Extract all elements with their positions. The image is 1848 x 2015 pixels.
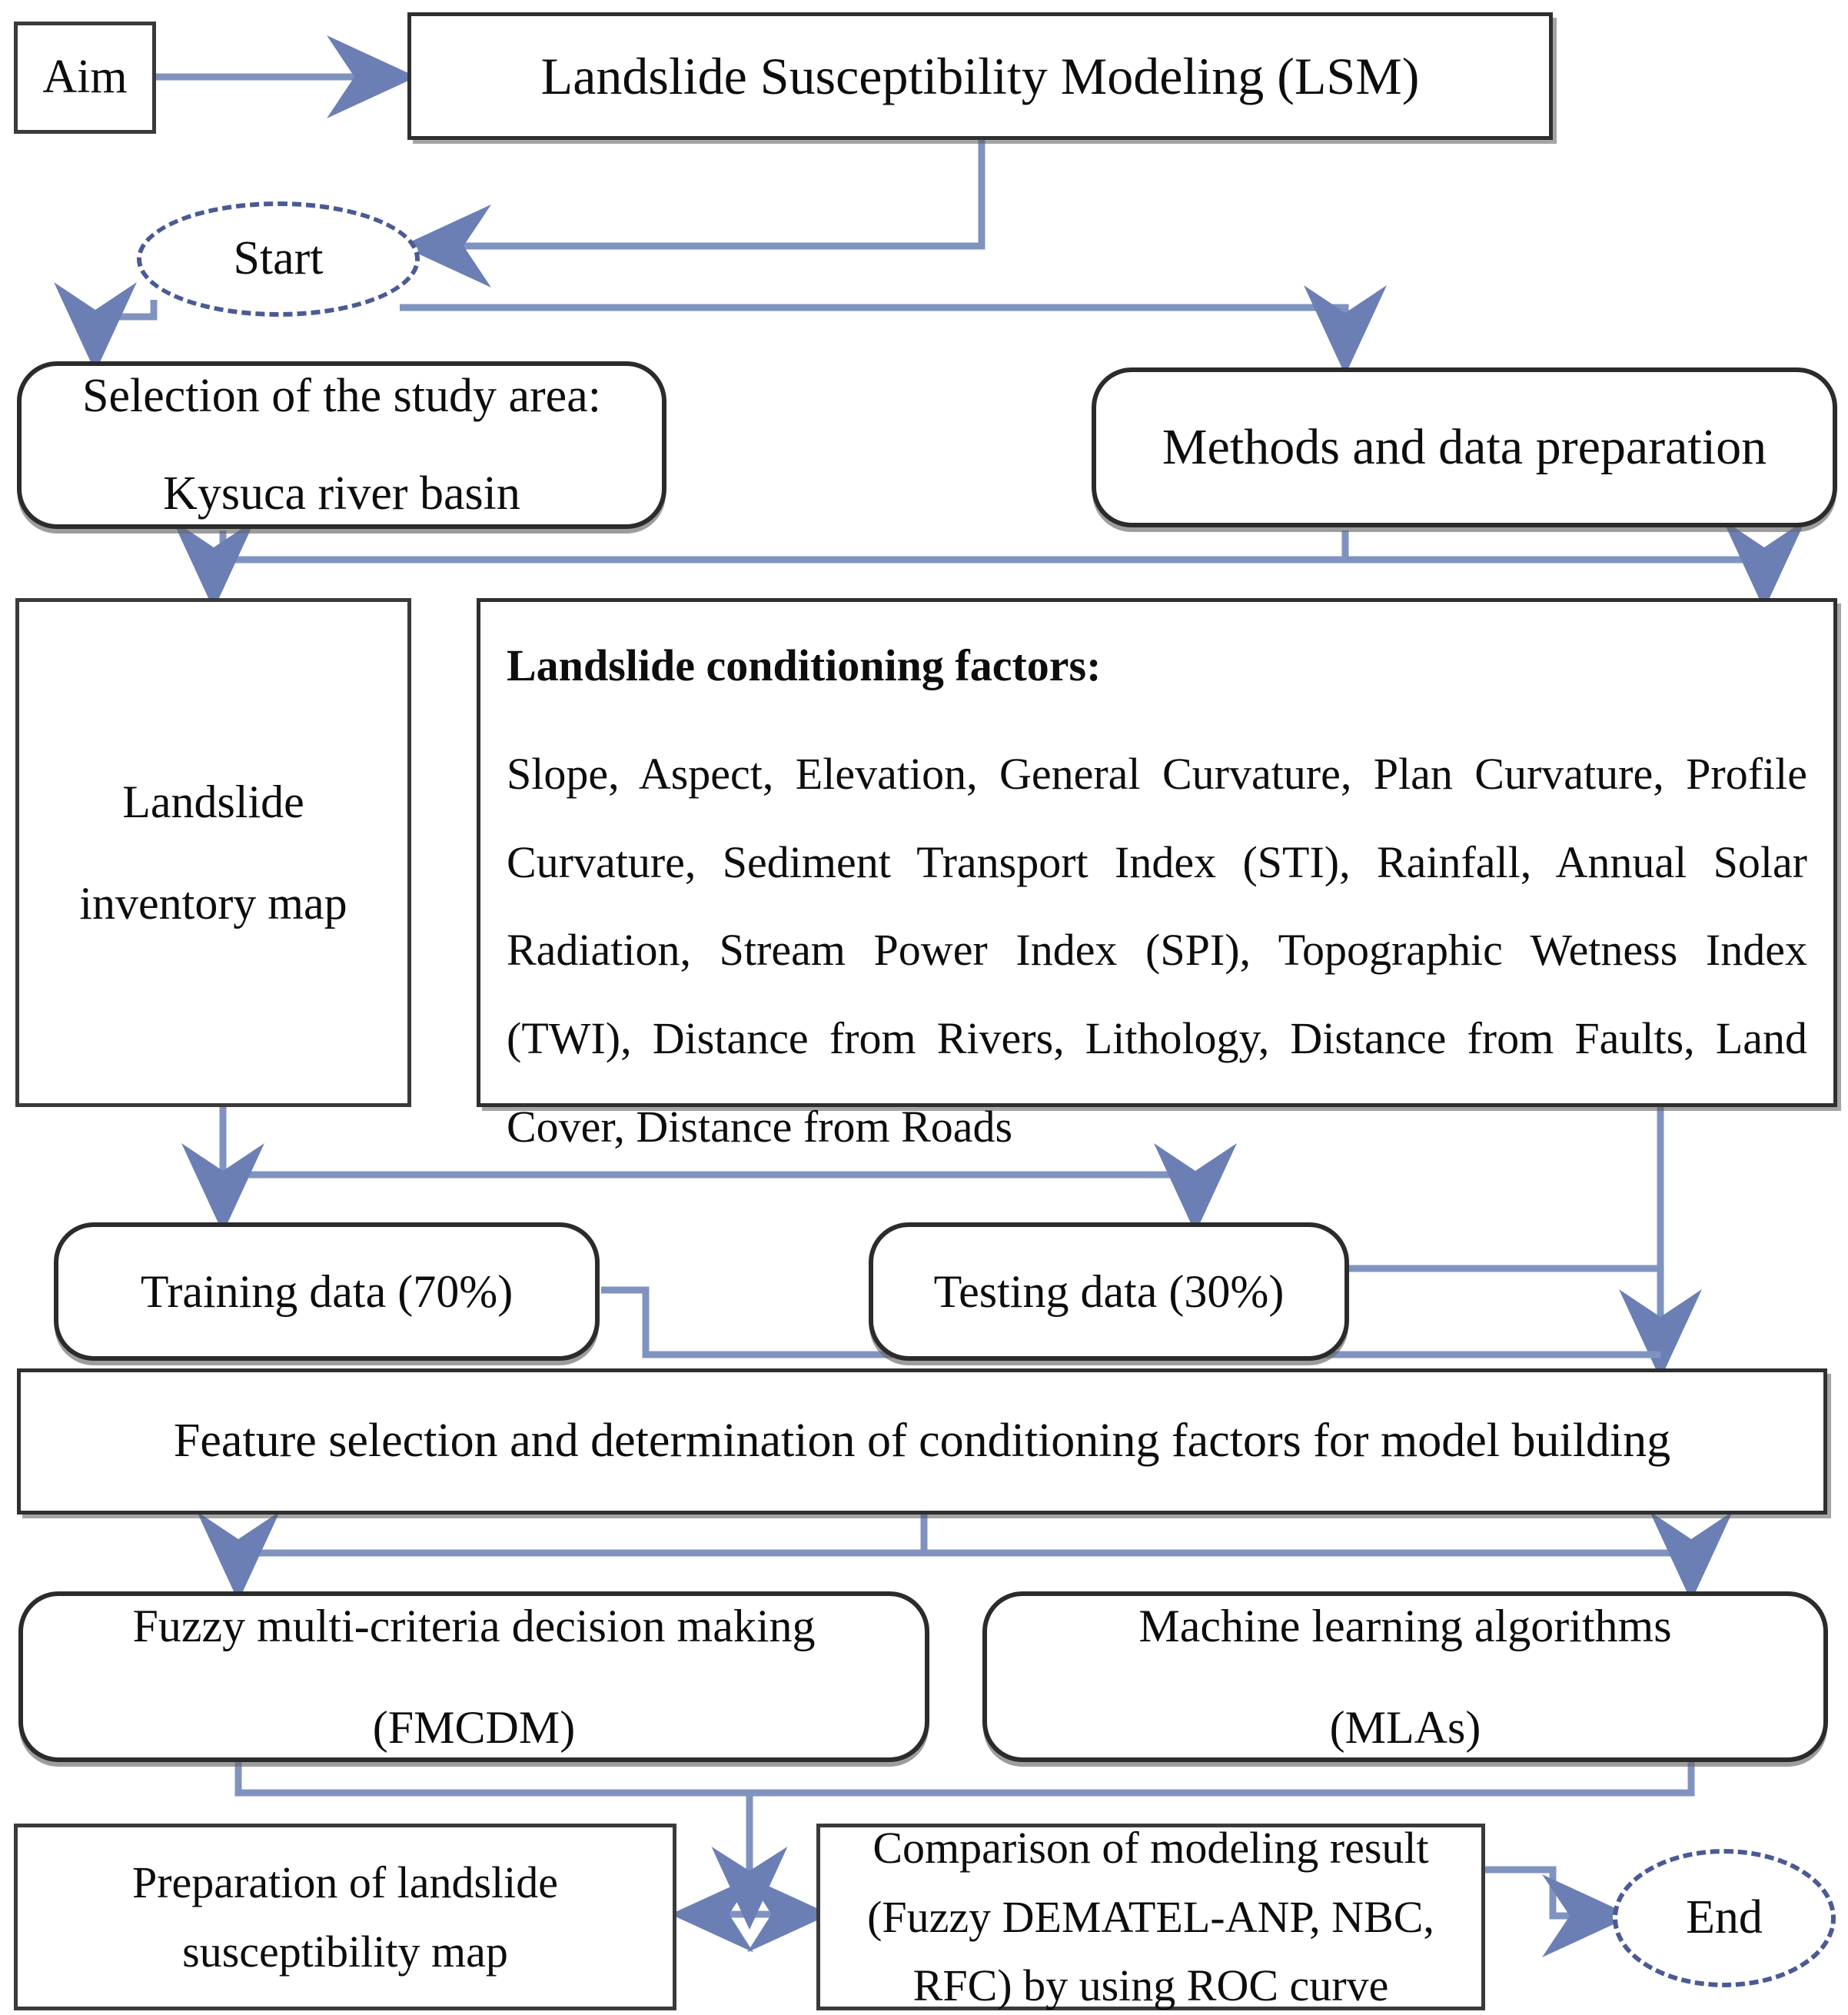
node-conditioning-factors-body: Slope, Aspect, Elevation, General Curvat… <box>507 748 1807 1152</box>
node-study-area-line1: Selection of the study area: <box>82 369 601 422</box>
node-preparation-map[interactable]: Preparation of landslide susceptibility … <box>14 1824 676 2010</box>
node-end[interactable]: End <box>1613 1849 1836 1987</box>
node-conditioning-factors[interactable]: Landslide conditioning factors: Slope, A… <box>477 598 1837 1152</box>
node-lsm-label: Landslide Susceptibility Modeling (LSM) <box>540 46 1420 105</box>
node-study-area[interactable]: Selection of the study area: Kysuca rive… <box>17 361 666 529</box>
node-study-area-line2: Kysuca river basin <box>163 467 520 520</box>
node-fmcdm-line2: (FMCDM) <box>372 1702 576 1753</box>
edge-start-to-methods <box>400 285 1387 375</box>
edge-lsm-to-start <box>401 140 985 288</box>
node-methods-label: Methods and data preparation <box>1162 419 1767 476</box>
edge-comparison-to-end <box>1484 1866 1632 1957</box>
node-feature-selection-label: Feature selection and determination of c… <box>173 1415 1671 1468</box>
node-training-data[interactable]: Training data (70%) <box>54 1222 600 1361</box>
node-feature-selection[interactable]: Feature selection and determination of c… <box>17 1368 1827 1515</box>
node-comparison[interactable]: Comparison of modeling result (Fuzzy DEM… <box>816 1823 1485 2010</box>
node-start[interactable]: Start <box>137 201 420 317</box>
node-testing-data[interactable]: Testing data (30%) <box>869 1222 1349 1361</box>
node-aim[interactable]: Aim <box>14 22 156 134</box>
node-end-label: End <box>1686 1891 1763 1944</box>
node-fmcdm-line1: Fuzzy multi-criteria decision making <box>132 1601 816 1651</box>
node-preparation-map-line1: Preparation of landslide <box>131 1857 559 1907</box>
node-preparation-map-line2: susceptibility map <box>182 1926 508 1977</box>
node-training-data-label: Training data (70%) <box>140 1265 514 1317</box>
node-mlas[interactable]: Machine learning algorithms (MLAs) <box>982 1591 1828 1762</box>
node-inventory-map-line2: inventory map <box>79 878 347 929</box>
node-testing-data-label: Testing data (30%) <box>933 1265 1285 1317</box>
edge-models-join-bar <box>234 1761 1695 1797</box>
edge-start-to-study <box>54 282 158 372</box>
node-inventory-map[interactable]: Landslide inventory map <box>15 598 411 1107</box>
node-fmcdm[interactable]: Fuzzy multi-criteria decision making (FM… <box>18 1591 929 1762</box>
node-mlas-line1: Machine learning algorithms <box>1138 1601 1672 1651</box>
node-comparison-line1: Comparison of modeling result <box>872 1822 1429 1873</box>
node-inventory-map-line1: Landslide <box>122 776 304 827</box>
node-comparison-line2: (Fuzzy DEMATEL-ANP, NBC, <box>867 1891 1434 1942</box>
node-lsm[interactable]: Landslide Susceptibility Modeling (LSM) <box>407 12 1553 140</box>
node-mlas-line2: (MLAs) <box>1329 1702 1481 1753</box>
node-conditioning-factors-heading: Landslide conditioning factors: <box>507 640 1102 690</box>
node-start-label: Start <box>233 232 324 285</box>
node-aim-label: Aim <box>42 51 128 104</box>
node-comparison-line3: RFC) by using ROC curve <box>912 1960 1389 2011</box>
node-methods[interactable]: Methods and data preparation <box>1092 367 1837 527</box>
